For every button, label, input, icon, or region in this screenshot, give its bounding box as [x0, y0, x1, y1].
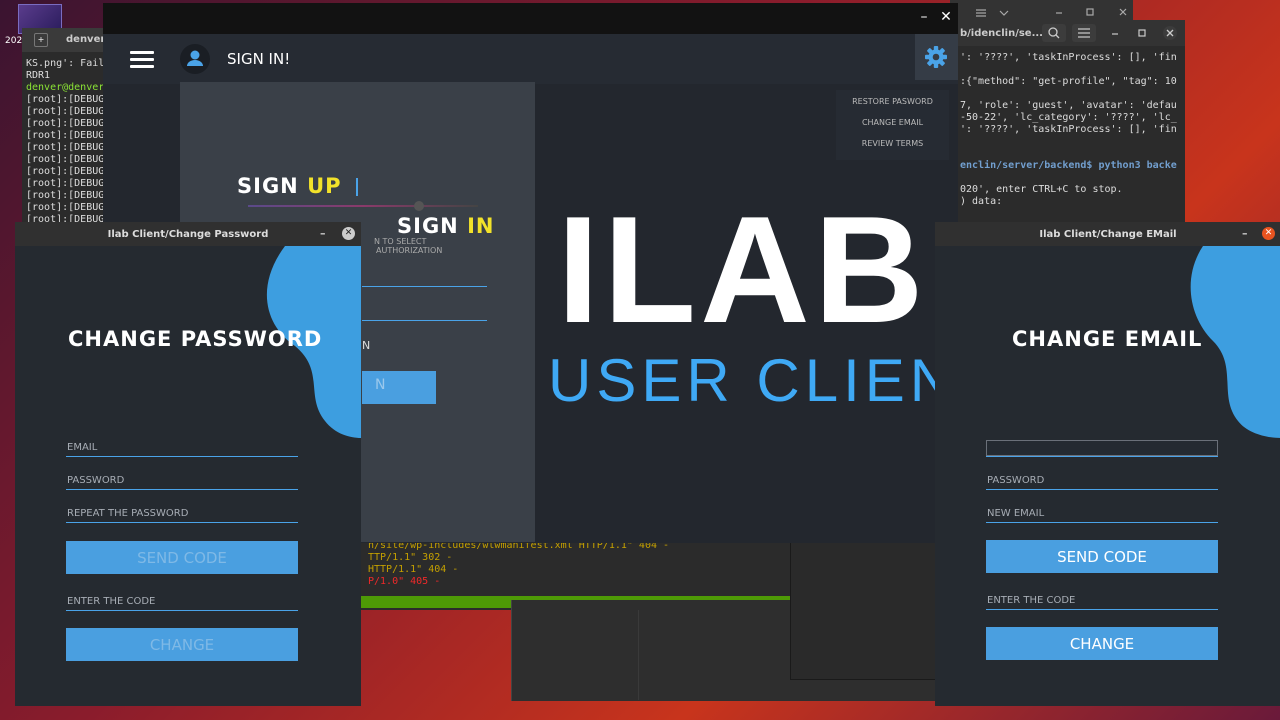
- signin-button[interactable]: N: [362, 371, 436, 404]
- text-cursor: [356, 178, 358, 196]
- user-icon: [187, 50, 203, 66]
- avatar[interactable]: [180, 44, 210, 74]
- close-button[interactable]: ✕: [940, 9, 952, 25]
- tab-sign-up[interactable]: SIGN UP: [237, 174, 342, 198]
- terminal-right-titlebar[interactable]: b/idenclin/se...: [940, 20, 1185, 46]
- minimize-icon[interactable]: –: [320, 227, 326, 240]
- signin-login-field[interactable]: [362, 286, 487, 287]
- terminal-right[interactable]: b/idenclin/se... ': '????', 'taskInProce…: [940, 20, 1185, 225]
- password-field[interactable]: PASSWORD: [67, 475, 125, 486]
- new-tab-icon[interactable]: +: [34, 33, 48, 47]
- settings-dropdown: RESTORE PASWORD CHANGE EMAIL REVIEW TERM…: [836, 90, 949, 160]
- code-field-underline: [66, 610, 298, 611]
- terminal-left-output: KS.png': Fail RDR1 denver@denver [root]:…: [26, 58, 105, 225]
- email-field-underline: [66, 456, 298, 457]
- dialog-titlebar[interactable]: Ilab Client/Change Password – ✕: [15, 222, 361, 246]
- tab-slider-track: [248, 205, 478, 207]
- app-header: SIGN IN!: [103, 34, 958, 84]
- minimize-icon[interactable]: –: [1242, 227, 1248, 240]
- background-box: [790, 540, 936, 680]
- search-icon: [1048, 27, 1058, 37]
- new-email-field[interactable]: NEW EMAIL: [987, 508, 1045, 519]
- dialog-heading: CHANGE EMAIL: [1012, 327, 1203, 351]
- menu-item-review-terms[interactable]: REVIEW TERMS: [861, 139, 924, 148]
- dialog-title: Ilab Client/Change Password: [107, 229, 269, 240]
- code-field-underline: [986, 609, 1218, 610]
- new-email-underline: [986, 522, 1218, 523]
- menu-item-restore-password[interactable]: RESTORE PASWORD: [852, 97, 933, 106]
- terminal-left-title: denver@: [66, 34, 116, 45]
- close-icon[interactable]: ✕: [342, 227, 355, 240]
- password-field-underline: [66, 489, 298, 490]
- change-button[interactable]: CHANGE: [66, 628, 298, 661]
- send-code-button[interactable]: SEND CODE: [986, 540, 1218, 573]
- tab-slider-knob[interactable]: [414, 201, 424, 211]
- dialog-titlebar[interactable]: Ilab Client/Change EMail – ✕: [935, 222, 1280, 246]
- close-icon[interactable]: ✕: [1262, 227, 1275, 240]
- password-field[interactable]: PASSWORD: [987, 475, 1045, 486]
- repeat-password-field[interactable]: REPEAT THE PASSWORD: [67, 508, 189, 519]
- menu-item-change-email[interactable]: CHANGE EMAIL: [861, 118, 924, 127]
- logo-subtitle: USER CLIENT: [548, 347, 1000, 414]
- terminal-right-title: b/idenclin/se...: [960, 28, 1043, 39]
- dialog-title: Ilab Client/Change EMail: [1039, 229, 1177, 240]
- tab-sign-in[interactable]: SIGN IN: [397, 214, 495, 238]
- repeat-password-underline: [66, 522, 298, 523]
- email-field-underline: [986, 456, 1218, 457]
- send-code-button[interactable]: SEND CODE: [66, 541, 298, 574]
- minimize-button[interactable]: –: [920, 9, 928, 25]
- decorative-wave: [266, 246, 361, 438]
- password-field-underline: [986, 489, 1218, 490]
- settings-button[interactable]: [915, 34, 958, 80]
- email-field-active[interactable]: [986, 440, 1218, 456]
- code-field[interactable]: ENTER THE CODE: [987, 595, 1076, 606]
- terminal-left-titlebar[interactable]: + denver@: [22, 28, 117, 52]
- hamburger-menu-icon[interactable]: [130, 51, 154, 69]
- signin-password-field[interactable]: [362, 320, 487, 321]
- main-titlebar[interactable]: – ✕: [103, 3, 958, 34]
- terminal-strip-controls[interactable]: [950, 0, 1133, 26]
- dialog-heading: CHANGE PASSWORD: [68, 327, 323, 351]
- gear-icon: [925, 46, 947, 68]
- background-panel-divider: [638, 610, 788, 700]
- page-title: SIGN IN!: [227, 50, 291, 68]
- desktop-year-label: 2021: [5, 36, 28, 46]
- change-button[interactable]: CHANGE: [986, 627, 1218, 660]
- decorative-wave: [1190, 246, 1280, 438]
- email-field[interactable]: EMAIL: [67, 442, 98, 453]
- terminal-right-controls[interactable]: [1042, 24, 1182, 44]
- change-email-dialog: Ilab Client/Change EMail – ✕ CHANGE EMAI…: [935, 222, 1280, 706]
- code-field[interactable]: ENTER THE CODE: [67, 596, 156, 607]
- logo-title: ILAB: [557, 185, 928, 355]
- change-password-dialog: Ilab Client/Change Password – ✕ CHANGE P…: [15, 222, 361, 706]
- terminal-left[interactable]: + denver@ KS.png': Fail RDR1 denver@denv…: [22, 28, 117, 228]
- remember-checkbox-label[interactable]: N: [362, 339, 371, 352]
- terminal-right-output: ': '????', 'taskInProcess': [], 'fin :{"…: [960, 52, 1177, 207]
